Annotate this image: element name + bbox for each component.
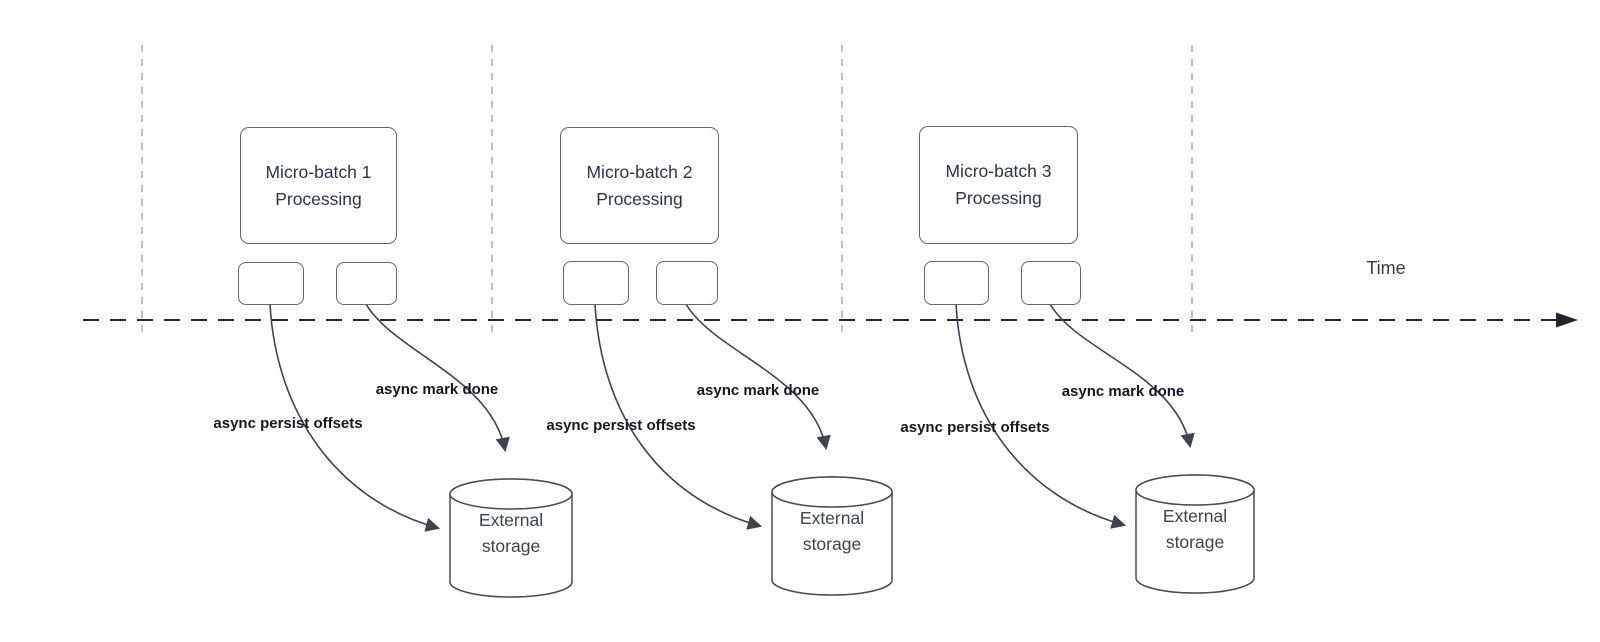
storage-label-1-line1: External — [478, 510, 544, 530]
sub-task-box-2b — [656, 261, 718, 305]
micro-batch-1-title-line2: Processing — [275, 188, 362, 209]
persist-offsets-arrow-3 — [955, 303, 1127, 529]
storage-label-3: External storage — [1136, 503, 1254, 555]
storage-label-2-line2: storage — [802, 534, 862, 554]
mark-done-label-2: async mark done — [696, 382, 820, 399]
time-axis-arrowhead-icon — [1556, 312, 1578, 328]
micro-batch-3-title-line1: Micro-batch 3 — [945, 161, 1052, 181]
persist-offsets-label-3: async persist offsets — [900, 419, 1050, 436]
persist-offsets-label-1: async persist offsets — [213, 415, 363, 432]
sub-task-box-3b — [1021, 261, 1081, 305]
mark-done-arrow-1 — [365, 303, 510, 453]
storage-label-2-line1: External — [799, 508, 865, 528]
micro-batch-1-box: Micro-batch 1 Processing — [240, 127, 397, 244]
storage-label-3-line1: External — [1162, 506, 1228, 526]
persist-offsets-arrow-1 — [269, 303, 441, 532]
mark-done-label-3: async mark done — [1061, 383, 1185, 400]
persist-offsets-label-2: async persist offsets — [546, 417, 696, 434]
storage-label-2: External storage — [772, 505, 892, 557]
sub-task-box-3a — [924, 261, 989, 305]
micro-batch-3-box: Micro-batch 3 Processing — [919, 126, 1078, 244]
external-storage-cylinder-1 — [449, 478, 573, 598]
micro-batch-2-title-line1: Micro-batch 2 — [586, 161, 693, 182]
micro-batch-2-title-line2: Processing — [596, 188, 683, 209]
storage-label-3-line2: storage — [1165, 532, 1225, 552]
micro-batch-1-title-line1: Micro-batch 1 — [265, 161, 372, 182]
micro-batch-3-title-line2: Processing — [955, 188, 1042, 208]
mark-done-arrow-3 — [1049, 303, 1195, 449]
external-storage-cylinder-3 — [1135, 474, 1255, 594]
sub-task-box-2a — [563, 261, 629, 305]
external-storage-cylinder-2 — [771, 476, 893, 596]
mark-done-arrow-2 — [685, 303, 831, 451]
micro-batch-2-box: Micro-batch 2 Processing — [560, 127, 719, 244]
sub-task-box-1b — [336, 262, 397, 305]
persist-offsets-arrow-2 — [594, 303, 763, 530]
sub-task-box-1a — [238, 262, 304, 305]
storage-label-1-line2: storage — [481, 536, 541, 556]
mark-done-label-1: async mark done — [375, 381, 499, 398]
time-label: Time — [1366, 258, 1406, 278]
storage-label-1: External storage — [450, 507, 572, 559]
